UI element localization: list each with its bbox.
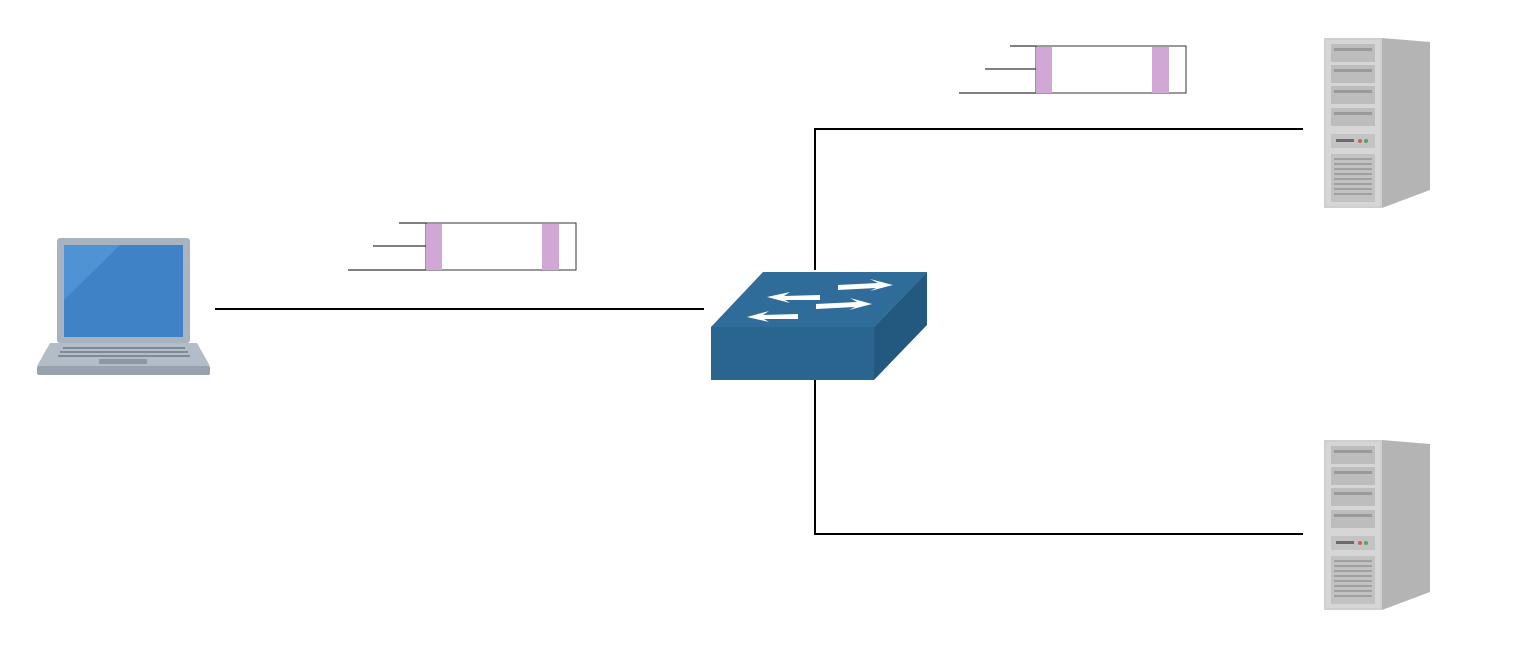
- link-switch-server-top: [814, 128, 1303, 270]
- packet-trailer-marker: [1152, 47, 1169, 93]
- server-icon: [1324, 38, 1430, 208]
- switch-icon: [711, 272, 927, 380]
- packet-trailer-marker: [542, 224, 559, 270]
- packet-client-switch: [348, 222, 577, 271]
- packet-switch-server-top: [959, 45, 1187, 94]
- laptop-icon: [37, 238, 210, 375]
- packet-header-marker: [1036, 47, 1052, 93]
- link-switch-server-bottom: [814, 380, 1303, 535]
- packet-header-marker: [426, 224, 442, 270]
- server-icon: [1324, 440, 1430, 610]
